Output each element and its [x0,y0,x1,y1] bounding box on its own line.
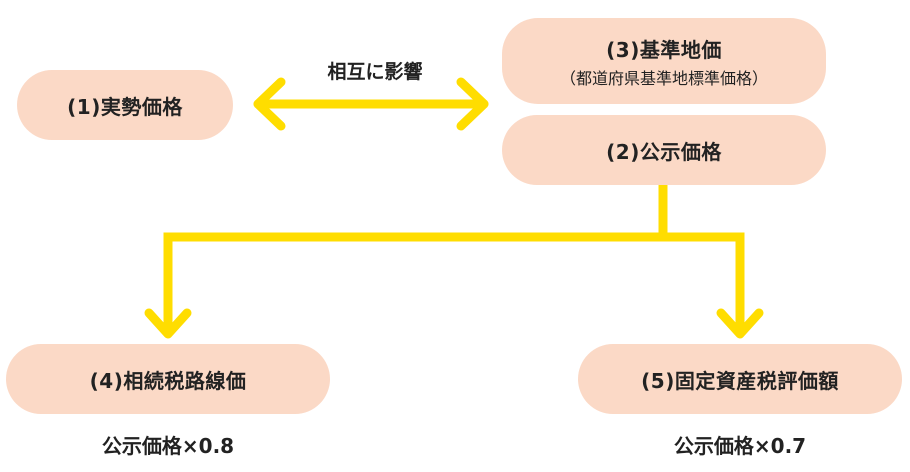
node-label: (1)実勢価格 [67,94,183,119]
node-label: (2)公示価格 [606,139,722,164]
note-fixed-asset-ratio: 公示価格×0.7 [673,434,807,458]
mutual-arrow-head-left [253,77,286,131]
connector-right-branch [663,232,745,334]
node-benchmark-land-price: (3)基準地価 （都道府県基準地標準価格） [502,18,826,104]
node-label: (5)固定資産税評価額 [641,368,839,393]
node-sublabel: （都道府県基準地標準価格） [559,68,768,88]
arrow-head-to-4 [144,308,192,339]
node-official-land-price: (2)公示価格 [502,115,826,185]
arrow-head-to-5 [716,308,764,339]
node-label: (3)基準地価 [606,37,722,62]
mutual-arrow-head-right [456,77,489,131]
connector-left-branch [163,232,663,334]
node-fixed-asset-valuation: (5)固定資産税評価額 [578,344,902,414]
node-actual-price: (1)実勢価格 [17,70,233,140]
node-label: (4)相続税路線価 [89,368,247,393]
mutual-influence-label: 相互に影響 [327,61,423,83]
node-inheritance-route-price: (4)相続税路線価 [6,344,330,414]
note-inheritance-ratio: 公示価格×0.8 [101,434,235,458]
